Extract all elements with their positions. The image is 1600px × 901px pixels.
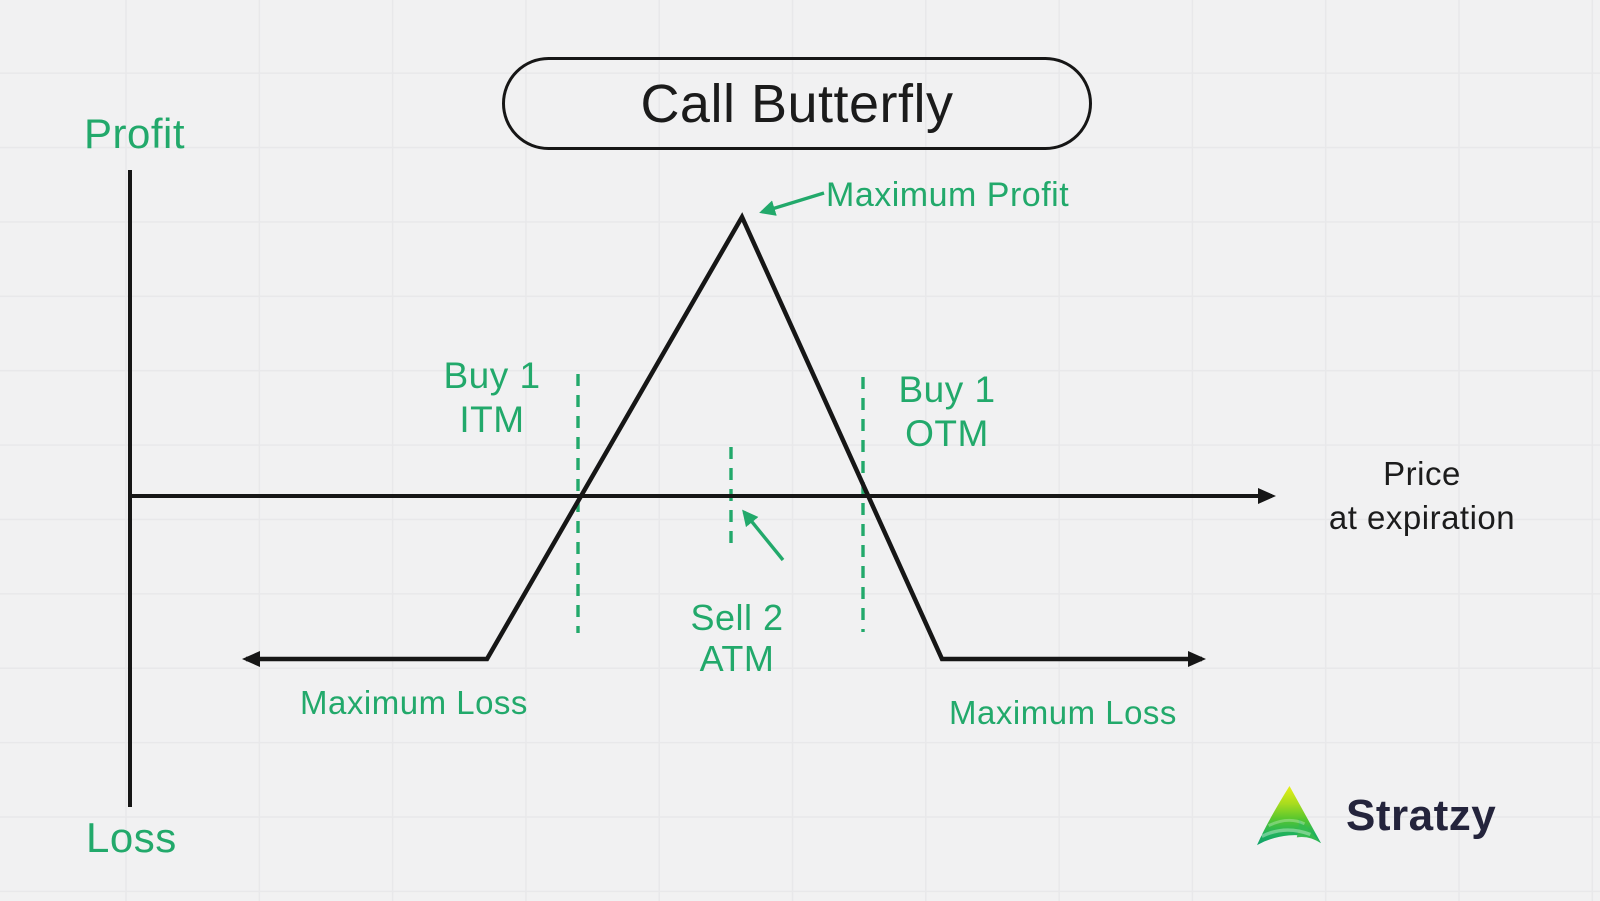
x-axis-label-line2: at expiration — [1328, 499, 1516, 536]
payoff-line — [242, 212, 1206, 667]
x-axis-label-line1: Price — [1383, 455, 1461, 492]
y-axis-loss-label: Loss — [86, 814, 177, 861]
sell-2-atm-line1: Sell 2 — [690, 597, 784, 638]
brand-logo: Stratzy — [1254, 784, 1496, 848]
brand-name: Stratzy — [1346, 791, 1497, 840]
max-loss-left-label: Maximum Loss — [300, 684, 528, 721]
buy-1-itm-line1: Buy 1 — [443, 355, 541, 396]
max-profit-label: Maximum Profit — [826, 176, 1070, 214]
y-axis-profit-label: Profit — [84, 110, 186, 157]
sell-2-atm-line2: ATM — [699, 638, 775, 679]
buy-1-itm-label: Buy 1 ITM — [443, 354, 540, 442]
max-loss-right-label: Maximum Loss — [949, 694, 1177, 731]
sell-atm-arrow-icon — [742, 509, 785, 562]
x-axis-label: Price at expiration — [1329, 452, 1515, 540]
page-title: Call Butterfly — [640, 73, 954, 134]
sell-2-atm-label: Sell 2 ATM — [690, 597, 783, 679]
buy-1-otm-line1: Buy 1 — [898, 369, 996, 410]
title-pill: Call Butterfly — [502, 57, 1092, 150]
buy-1-itm-line2: ITM — [459, 399, 525, 440]
buy-1-otm-line2: OTM — [905, 413, 989, 454]
buy-1-otm-label: Buy 1 OTM — [898, 368, 995, 456]
stratzy-mountain-icon — [1257, 785, 1321, 846]
max-profit-arrow-icon — [759, 191, 825, 216]
